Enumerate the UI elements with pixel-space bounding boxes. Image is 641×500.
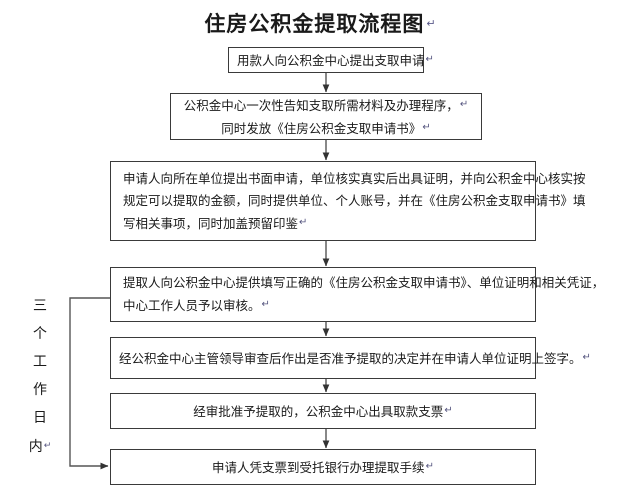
side-annotation-char-5: 日 [33,410,47,426]
flow-node-2[interactable]: 公积金中心一次性告知支取所需材料及办理程序，↵ 同时发放《住房公积金支取申请书》… [170,93,482,140]
edge-node4-node7-bracket [69,297,110,470]
flow-node-1[interactable]: 用款人向公积金中心提出支取申请↵ [228,47,434,73]
title-return-mark: ↵ [426,17,437,30]
flow-node-7-line-1: 申请人凭支票到受托银行办理提取手续↵ [212,459,434,475]
flow-node-2-line-1: 公积金中心一次性告知支取所需材料及办理程序，↵ [183,97,469,113]
side-annotation-char-1: 三 [33,298,47,314]
flow-node-5-line-1: 经公积金中心主管领导审查后作出是否准予提取的决定并在申请人单位证明上签字。↵ [119,350,591,366]
flow-node-5[interactable]: 经公积金中心主管领导审查后作出是否准予提取的决定并在申请人单位证明上签字。↵ [110,337,591,379]
return-mark: ↵ [299,216,308,228]
flow-node-1-line-1: 用款人向公积金中心提出支取申请↵ [237,52,434,68]
side-annotation-char-6: 内↵ [28,439,52,455]
return-mark: ↵ [459,98,469,110]
flow-node-4-line-1: 提取人向公积金中心提供填写正确的《住房公积金支取申请书》、单位证明和相关凭证， [123,275,605,290]
side-annotation-char-2: 个 [33,326,47,342]
flow-node-4-line-2: 中心工作人员予以审核。↵ [123,298,270,313]
side-annotation-char-3: 工 [33,354,47,370]
flow-node-3-line-3: 写相关事项，同时加盖预留印鉴↵ [123,215,308,231]
page-title: 住房公积金提取流程图↵ [0,8,641,38]
page-title-text: 住房公积金提取流程图 [204,12,425,36]
return-mark: ↵ [422,121,431,133]
flow-node-7[interactable]: 申请人凭支票到受托银行办理提取手续↵ [110,449,536,485]
return-mark: ↵ [582,351,591,363]
flow-node-2-line-2: 同时发放《住房公积金支取申请书》↵ [221,120,431,136]
return-mark: ↵ [261,299,270,310]
flow-node-6-line-1: 经审批准予提取的，公积金中心出具取款支票↵ [193,403,453,419]
flow-node-4[interactable]: 提取人向公积金中心提供填写正确的《住房公积金支取申请书》、单位证明和相关凭证， … [110,267,605,322]
return-mark: ↵ [425,460,434,472]
flow-node-3-line-1: 申请人向所在单位提出书面申请，单位核实真实后出具证明，并向公积金中心核实按 [123,170,586,186]
side-annotation-three-working-days: 三 个 工 作 日 内↵ [28,292,52,460]
flow-node-3[interactable]: 申请人向所在单位提出书面申请，单位核实真实后出具证明，并向公积金中心核实按 规定… [110,161,586,241]
return-mark: ↵ [425,53,434,65]
return-mark: ↵ [444,404,453,416]
flow-node-3-line-2: 规定可以提取的金额，同时提供单位、个人账号，并在《住房公积金支取申请书》填 [123,192,586,208]
side-annotation-char-4: 作 [33,382,47,398]
return-mark: ↵ [43,441,52,451]
flow-node-6[interactable]: 经审批准予提取的，公积金中心出具取款支票↵ [110,393,536,429]
